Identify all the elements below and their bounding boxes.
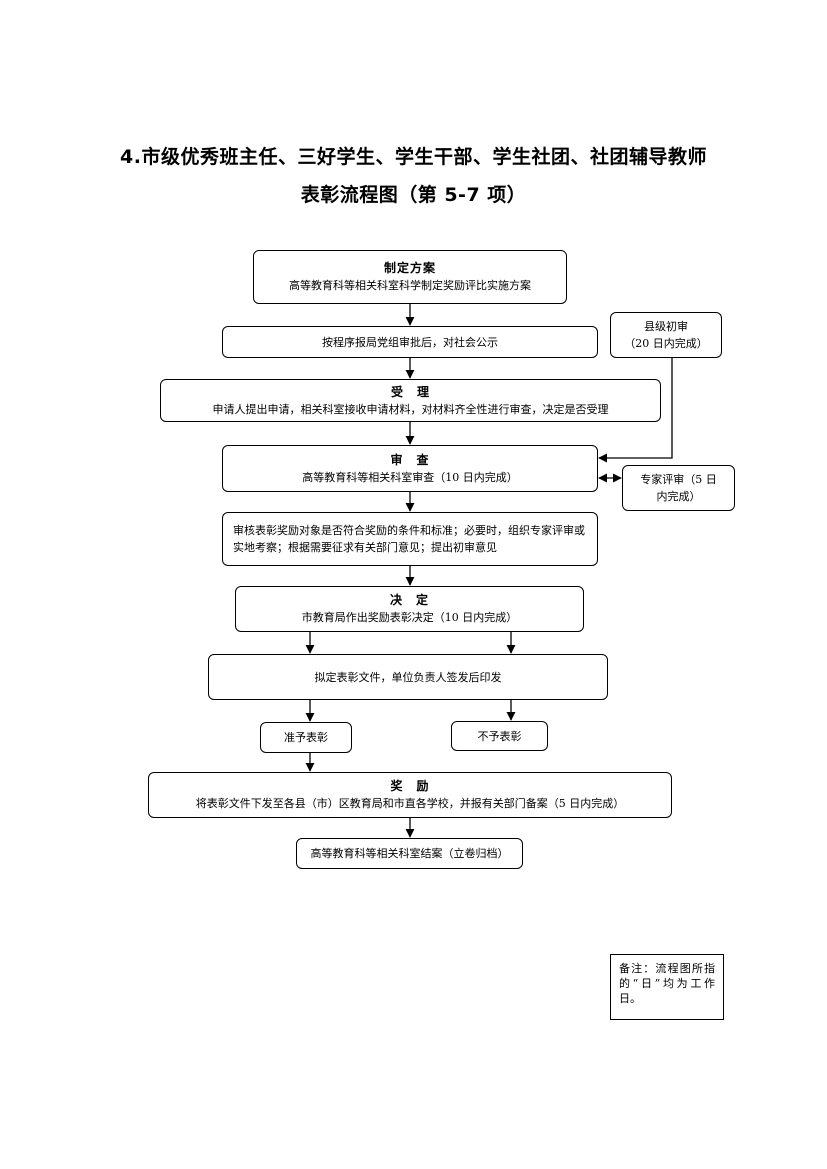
step-review: 审 查 高等教育科等相关科室审查（10 日内完成） <box>222 445 598 492</box>
step-archive-text: 高等教育科等相关科室结案（立卷归档） <box>310 847 509 860</box>
step-reject: 不予表彰 <box>451 721 548 751</box>
expert-review-line2: 内完成） <box>656 490 701 503</box>
step-plan-heading: 制定方案 <box>383 261 436 275</box>
step-publicize: 按程序报局党组审批后，对社会公示 <box>222 326 598 358</box>
page-title-line1: 4.市级优秀班主任、三好学生、学生干部、学生社团、社团辅导教师 <box>120 146 707 168</box>
step-reward-heading: 奖 励 <box>390 779 430 793</box>
step-reward: 奖 励 将表彰文件下发至各县（市）区教育局和市直各学校，并报有关部门备案（5 日… <box>148 772 672 818</box>
step-accept-heading: 受 理 <box>390 384 430 399</box>
step-plan: 制定方案 高等教育科等相关科室科学制定奖励评比实施方案 <box>253 250 567 304</box>
county-review-line2: （20 日内完成） <box>624 337 708 350</box>
step-reject-text: 不予表彰 <box>477 729 522 743</box>
step-publicize-text: 按程序报局党组审批后，对社会公示 <box>322 335 498 349</box>
expert-review-line1: 专家评审（5 日 <box>640 473 717 486</box>
step-accept-text: 申请人提出申请，相关科室接收申请材料，对材料齐全性进行审查，决定是否受理 <box>212 402 609 416</box>
step-verify-text: 审核表彰奖励对象是否符合奖励的条件和标准；必要时，组织专家评审或实地考察；根据需… <box>233 524 585 554</box>
page-title-line2: 表彰流程图（第 5-7 项） <box>300 184 527 206</box>
footnote-box: 备注：流程图所指的“日”均为工作日。 <box>610 954 724 1020</box>
step-review-heading: 审 查 <box>390 452 430 467</box>
step-approve-text: 准予表彰 <box>284 731 328 744</box>
step-draft: 拟定表彰文件，单位负责人签发后印发 <box>208 654 608 700</box>
step-review-text: 高等教育科等相关科室审查（10 日内完成） <box>302 470 518 484</box>
step-draft-text: 拟定表彰文件，单位负责人签发后印发 <box>314 670 502 684</box>
step-decide-text: 市教育局作出奖励表彰决定（10 日内完成） <box>301 611 518 624</box>
step-approve: 准予表彰 <box>260 722 352 753</box>
step-decide-heading: 决 定 <box>389 593 429 607</box>
footnote-text: 备注：流程图所指的“日”均为工作日。 <box>619 962 715 1005</box>
county-review-line1: 县级初审 <box>644 320 688 333</box>
arrow-county-to-review <box>598 358 673 463</box>
step-verify: 审核表彰奖励对象是否符合奖励的条件和标准；必要时，组织专家评审或实地考察；根据需… <box>222 512 598 566</box>
step-plan-text: 高等教育科等相关科室科学制定奖励评比实施方案 <box>289 279 531 292</box>
step-archive: 高等教育科等相关科室结案（立卷归档） <box>296 838 523 869</box>
step-decide: 决 定 市教育局作出奖励表彰决定（10 日内完成） <box>235 586 584 632</box>
step-reward-text: 将表彰文件下发至各县（市）区教育局和市直各学校，并报有关部门备案（5 日内完成） <box>195 797 625 810</box>
step-expert-review: 专家评审（5 日 内完成） <box>622 465 735 511</box>
step-accept: 受 理 申请人提出申请，相关科室接收申请材料，对材料齐全性进行审查，决定是否受理 <box>160 379 661 422</box>
step-county-review: 县级初审 （20 日内完成） <box>610 312 722 358</box>
